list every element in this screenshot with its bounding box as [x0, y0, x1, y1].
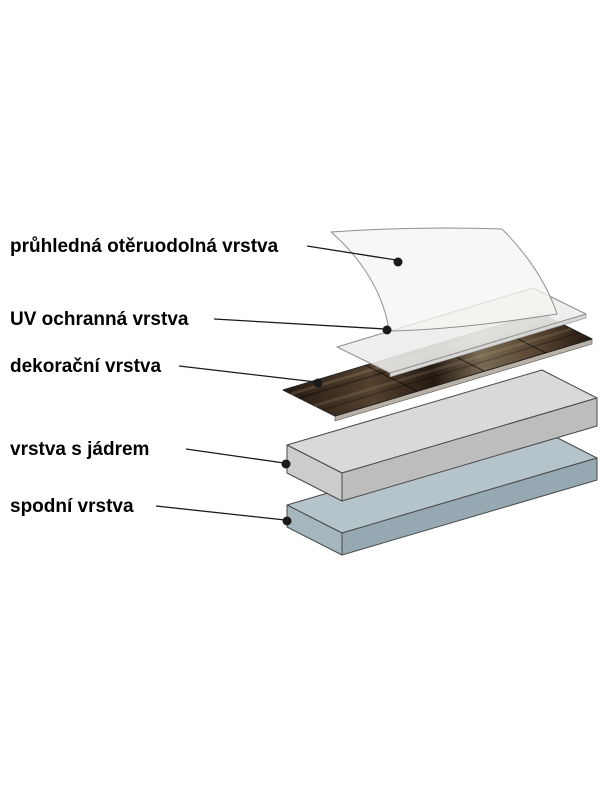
leader-dot-uv [382, 325, 392, 335]
leader-line-bottom [155, 505, 286, 521]
leader-dot-core [281, 459, 291, 469]
leader-line-wear [306, 245, 397, 261]
wood-grain-streak [313, 327, 572, 408]
core-layer [286, 369, 598, 502]
wood-grain-streak [321, 332, 580, 411]
label-bottom-layer: spodní vrstva [10, 496, 134, 517]
wear-film-sheet [330, 227, 558, 332]
leader-dot-wear [393, 257, 403, 267]
wear-film-layer [330, 227, 558, 332]
leader-dot-bottom [282, 516, 292, 526]
bottom-layer [286, 429, 598, 556]
label-wear-layer: průhledná otěruodolná vrstva [10, 236, 279, 257]
labels: průhledná otěruodolná vrstva UV ochranná… [10, 236, 279, 517]
leader-line-core [185, 448, 285, 464]
plank-seam-line [364, 364, 418, 392]
label-decor-layer: dekorační vrstva [10, 356, 161, 377]
leader-dot-decor [313, 378, 323, 388]
leaders [155, 245, 403, 526]
leader-line-decor [178, 365, 317, 383]
label-core-layer: vrstva s jádrem [10, 439, 149, 460]
label-uv-layer: UV ochranná vrstva [10, 309, 189, 330]
leader-line-uv [213, 318, 386, 330]
